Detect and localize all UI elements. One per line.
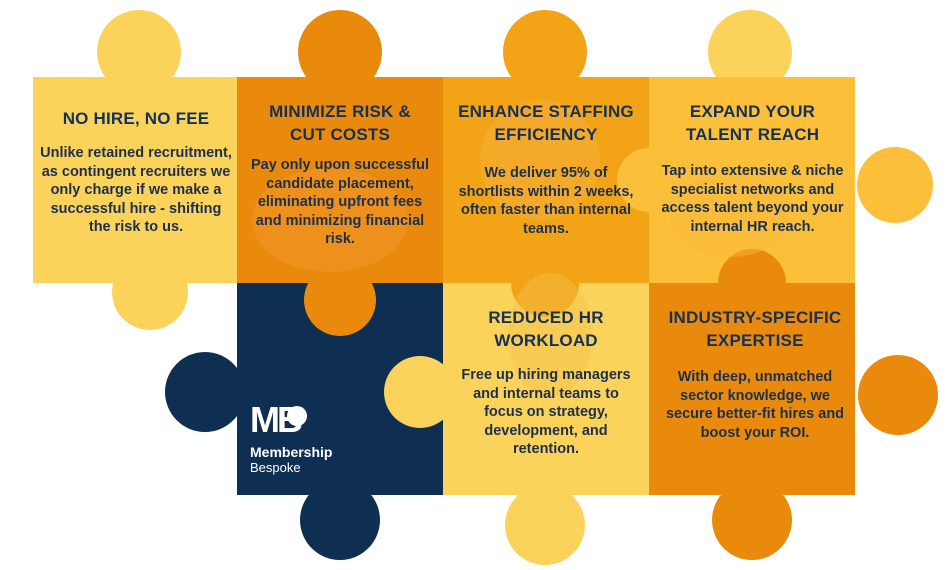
- brand-sub: Bespoke: [250, 460, 301, 475]
- knob-bottom-orange: [712, 480, 792, 560]
- tile-reduced-hr: REDUCED HR WORKLOAD Free up hiring manag…: [452, 306, 640, 459]
- knob-bottom-yellow-2: [505, 485, 585, 565]
- brand-piece-icon: [287, 406, 307, 426]
- knob-top-4: [708, 10, 792, 94]
- tile-bg-6: [649, 283, 855, 495]
- knob-bottom-navy: [300, 480, 380, 560]
- texture-blob: [480, 100, 600, 220]
- knob-top-1: [97, 10, 181, 94]
- tile-bg-1: [33, 77, 237, 283]
- tile-industry-expertise: INDUSTRY-SPECIFIC EXPERTISE With deep, u…: [660, 306, 850, 442]
- brand-name: Membership: [250, 444, 333, 460]
- tile-body: Tap into extensive & niche specialist ne…: [661, 163, 844, 235]
- tile-enhance-staffing: ENHANCE STAFFING EFFICIENCY We deliver 9…: [452, 100, 640, 238]
- knob-right-orange: [858, 355, 938, 435]
- knob-right-amber: [857, 147, 933, 223]
- tile-title: REDUCED HR WORKLOAD: [488, 308, 604, 350]
- tile-expand-talent: EXPAND YOUR TALENT REACH Tap into extens…: [660, 100, 845, 236]
- knob-bottom-yellow: [112, 254, 188, 330]
- tile-bg-4: [649, 77, 855, 283]
- knob-left-navy: [165, 352, 245, 432]
- brand-mark: MB: [250, 399, 303, 440]
- tile-title: INDUSTRY-SPECIFIC EXPERTISE: [668, 308, 842, 350]
- tile-title: EXPAND YOUR TALENT REACH: [685, 102, 820, 144]
- texture-blob: [252, 168, 408, 272]
- knob-top-3: [503, 10, 587, 94]
- tile-title: MINIMIZE RISK & CUT COSTS: [269, 102, 411, 144]
- tile-body: Pay only upon successful candidate place…: [250, 157, 430, 247]
- tile-body: Free up hiring managers and internal tea…: [461, 367, 631, 457]
- tile-bg-5: [443, 283, 649, 495]
- tile-body: Unlike retained recruitment, as continge…: [40, 145, 232, 235]
- tile-body: We deliver 95% of shortlists within 2 we…: [458, 165, 634, 237]
- knob-amber-into-orange: [617, 148, 681, 212]
- knob-orange-into-navy: [304, 264, 376, 336]
- tile-title: NO HIRE, NO FEE: [62, 109, 210, 128]
- knob-orange-into-amber: [718, 249, 786, 317]
- tile-title: ENHANCE STAFFING EFFICIENCY: [458, 102, 634, 144]
- knob-yellow-into-navy: [384, 356, 456, 428]
- texture-blob: [508, 273, 592, 397]
- tile-body: With deep, unmatched sector knowledge, w…: [665, 369, 845, 441]
- tile-no-hire-no-fee: NO HIRE, NO FEE Unlike retained recruitm…: [40, 107, 232, 237]
- tile-minimize-risk: MINIMIZE RISK & CUT COSTS Pay only upon …: [250, 100, 430, 249]
- knob-top-2: [298, 10, 382, 94]
- texture-blob: [670, 173, 790, 257]
- knob-orange-into-yellow: [511, 249, 579, 317]
